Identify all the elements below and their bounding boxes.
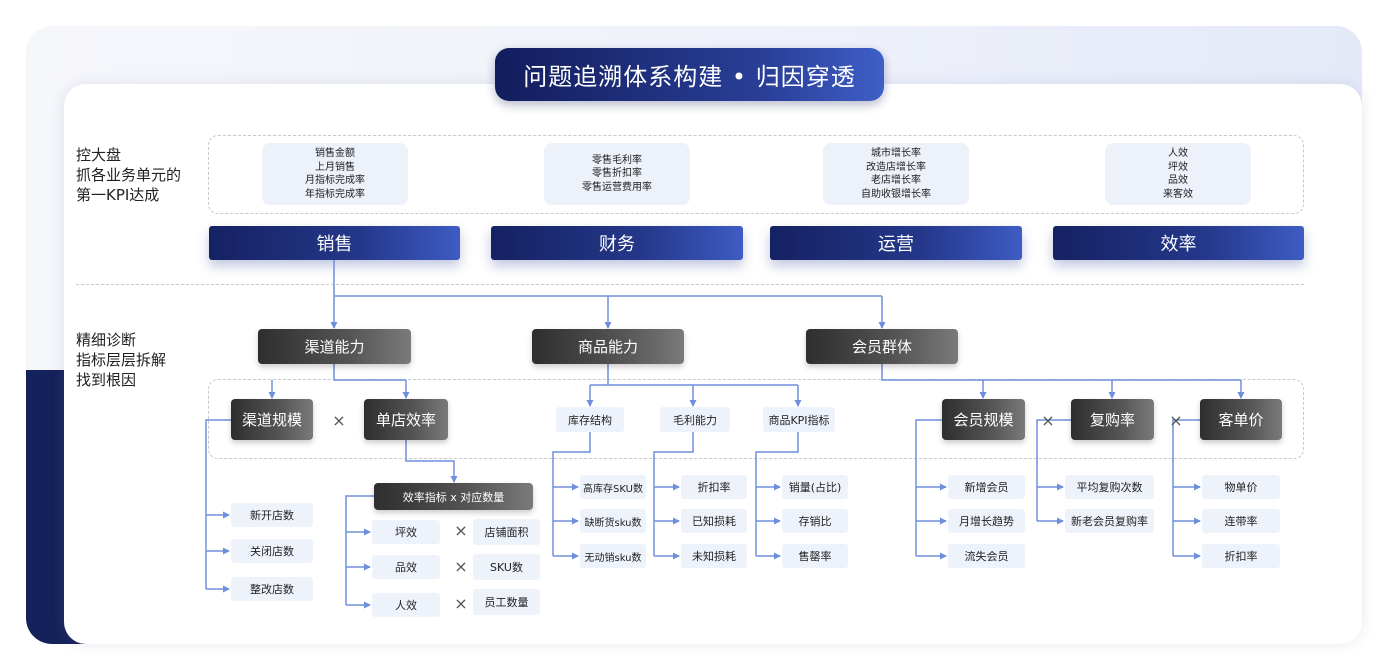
kpi-box-operations: 城市增长率 改造店增长率 老店增长率 自助收银增长率 — [823, 143, 969, 205]
leaf-closed-stores: 关闭店数 — [231, 539, 313, 563]
section2-line: 精细诊断 — [76, 331, 137, 349]
multiply-sign: × — [454, 520, 468, 540]
node-member-group: 会员群体 — [806, 329, 958, 364]
section2-line: 找到根因 — [76, 371, 137, 389]
leaf-staff-efficiency: 人效 — [372, 593, 440, 617]
node-product-kpi: 商品KPI指标 — [763, 407, 835, 432]
leaf-store-area: 店铺面积 — [473, 519, 540, 545]
category-sales: 销售 — [209, 226, 460, 260]
category-finance: 财务 — [491, 226, 743, 260]
leaf-attach-rate: 连带率 — [1202, 509, 1280, 533]
kpi-item: 月指标完成率 — [305, 175, 365, 186]
section1-line: 控大盘 — [76, 146, 122, 164]
leaf-renovated-stores: 整改店数 — [231, 577, 313, 601]
section2-label: 精细诊断 指标层层拆解 找到根因 — [76, 330, 206, 390]
leaf-member-discount-rate: 折扣率 — [1202, 544, 1280, 568]
leaf-lost-members: 流失会员 — [948, 544, 1025, 568]
node-avg-order-value: 客单价 — [1200, 399, 1282, 440]
kpi-item: 改造店增长率 — [866, 161, 926, 173]
kpi-item: 零售毛利率 — [592, 154, 642, 166]
leaf-discount-rate: 折扣率 — [681, 475, 747, 499]
kpi-item: 年指标完成率 — [305, 188, 365, 200]
leaf-monthly-growth-trend: 月增长趋势 — [948, 509, 1025, 533]
leaf-avg-repurchase-count: 平均复购次数 — [1065, 475, 1154, 499]
kpi-item: 来客效 — [1163, 188, 1193, 200]
node-channel-capability: 渠道能力 — [258, 329, 411, 364]
kpi-item: 品效 — [1168, 175, 1188, 186]
leaf-floor-efficiency: 坪效 — [372, 520, 440, 544]
leaf-stock-sales-ratio: 存销比 — [782, 509, 848, 533]
category-operations: 运营 — [770, 226, 1022, 260]
node-margin-capability: 毛利能力 — [660, 407, 730, 432]
leaf-new-stores: 新开店数 — [231, 503, 313, 527]
leaf-sku-count: SKU数 — [473, 554, 540, 580]
leaf-new-old-member-repurchase: 新老会员复购率 — [1065, 509, 1154, 533]
multiply-sign: × — [454, 593, 468, 613]
kpi-item: 城市增长率 — [871, 148, 921, 159]
leaf-no-sales-sku: 无动销sku数 — [580, 544, 646, 568]
kpi-item: 人效 — [1168, 148, 1188, 159]
leaf-sell-through-rate: 售罄率 — [782, 544, 848, 568]
section1-label: 控大盘 抓各业务单元的 第一KPI达成 — [76, 145, 206, 205]
kpi-item: 老店增长率 — [871, 175, 921, 186]
section-divider — [76, 284, 1304, 285]
leaf-unit-price: 物单价 — [1202, 475, 1280, 499]
kpi-box-finance: 零售毛利率 零售折扣率 零售运营费用率 — [544, 143, 690, 205]
node-member-scale: 会员规模 — [942, 399, 1025, 440]
kpi-box-sales: 销售金额 上月销售 月指标完成率 年指标完成率 — [262, 143, 408, 205]
category-efficiency: 效率 — [1053, 226, 1304, 260]
multiply-sign: × — [1169, 410, 1183, 430]
leaf-staff-count: 员工数量 — [473, 589, 540, 615]
node-store-efficiency: 单店效率 — [364, 399, 448, 440]
section2-line: 指标层层拆解 — [76, 351, 167, 369]
kpi-box-efficiency: 人效 坪效 品效 来客效 — [1105, 143, 1251, 205]
kpi-item: 销售金额 — [315, 148, 355, 159]
leaf-unknown-loss: 未知损耗 — [681, 544, 747, 568]
node-channel-scale: 渠道规模 — [231, 399, 313, 440]
leaf-high-stock-sku: 高库存SKU数 — [580, 475, 646, 499]
node-product-capability: 商品能力 — [532, 329, 684, 364]
kpi-container — [208, 135, 1304, 214]
multiply-sign: × — [332, 410, 346, 430]
node-inventory-structure: 库存结构 — [556, 407, 624, 432]
multiply-sign: × — [1041, 410, 1055, 430]
section1-line: 抓各业务单元的 — [76, 166, 182, 184]
kpi-item: 上月销售 — [315, 161, 355, 173]
diagram-title: 问题追溯体系构建 • 归因穿透 — [495, 48, 884, 101]
leaf-sales-volume-share: 销量(占比) — [782, 475, 848, 499]
kpi-item: 零售折扣率 — [592, 168, 642, 180]
leaf-new-members: 新增会员 — [948, 475, 1025, 499]
node-efficiency-formula: 效率指标 x 对应数量 — [374, 483, 533, 510]
kpi-item: 零售运营费用率 — [582, 181, 652, 193]
leaf-known-loss: 已知损耗 — [681, 509, 747, 533]
multiply-sign: × — [454, 556, 468, 576]
kpi-item: 自助收银增长率 — [861, 188, 931, 200]
leaf-out-of-stock-sku: 缺断货sku数 — [580, 509, 646, 533]
section1-line: 第一KPI达成 — [76, 186, 160, 204]
node-repurchase-rate: 复购率 — [1071, 399, 1154, 440]
leaf-product-efficiency: 品效 — [372, 555, 440, 579]
kpi-item: 坪效 — [1168, 161, 1188, 173]
